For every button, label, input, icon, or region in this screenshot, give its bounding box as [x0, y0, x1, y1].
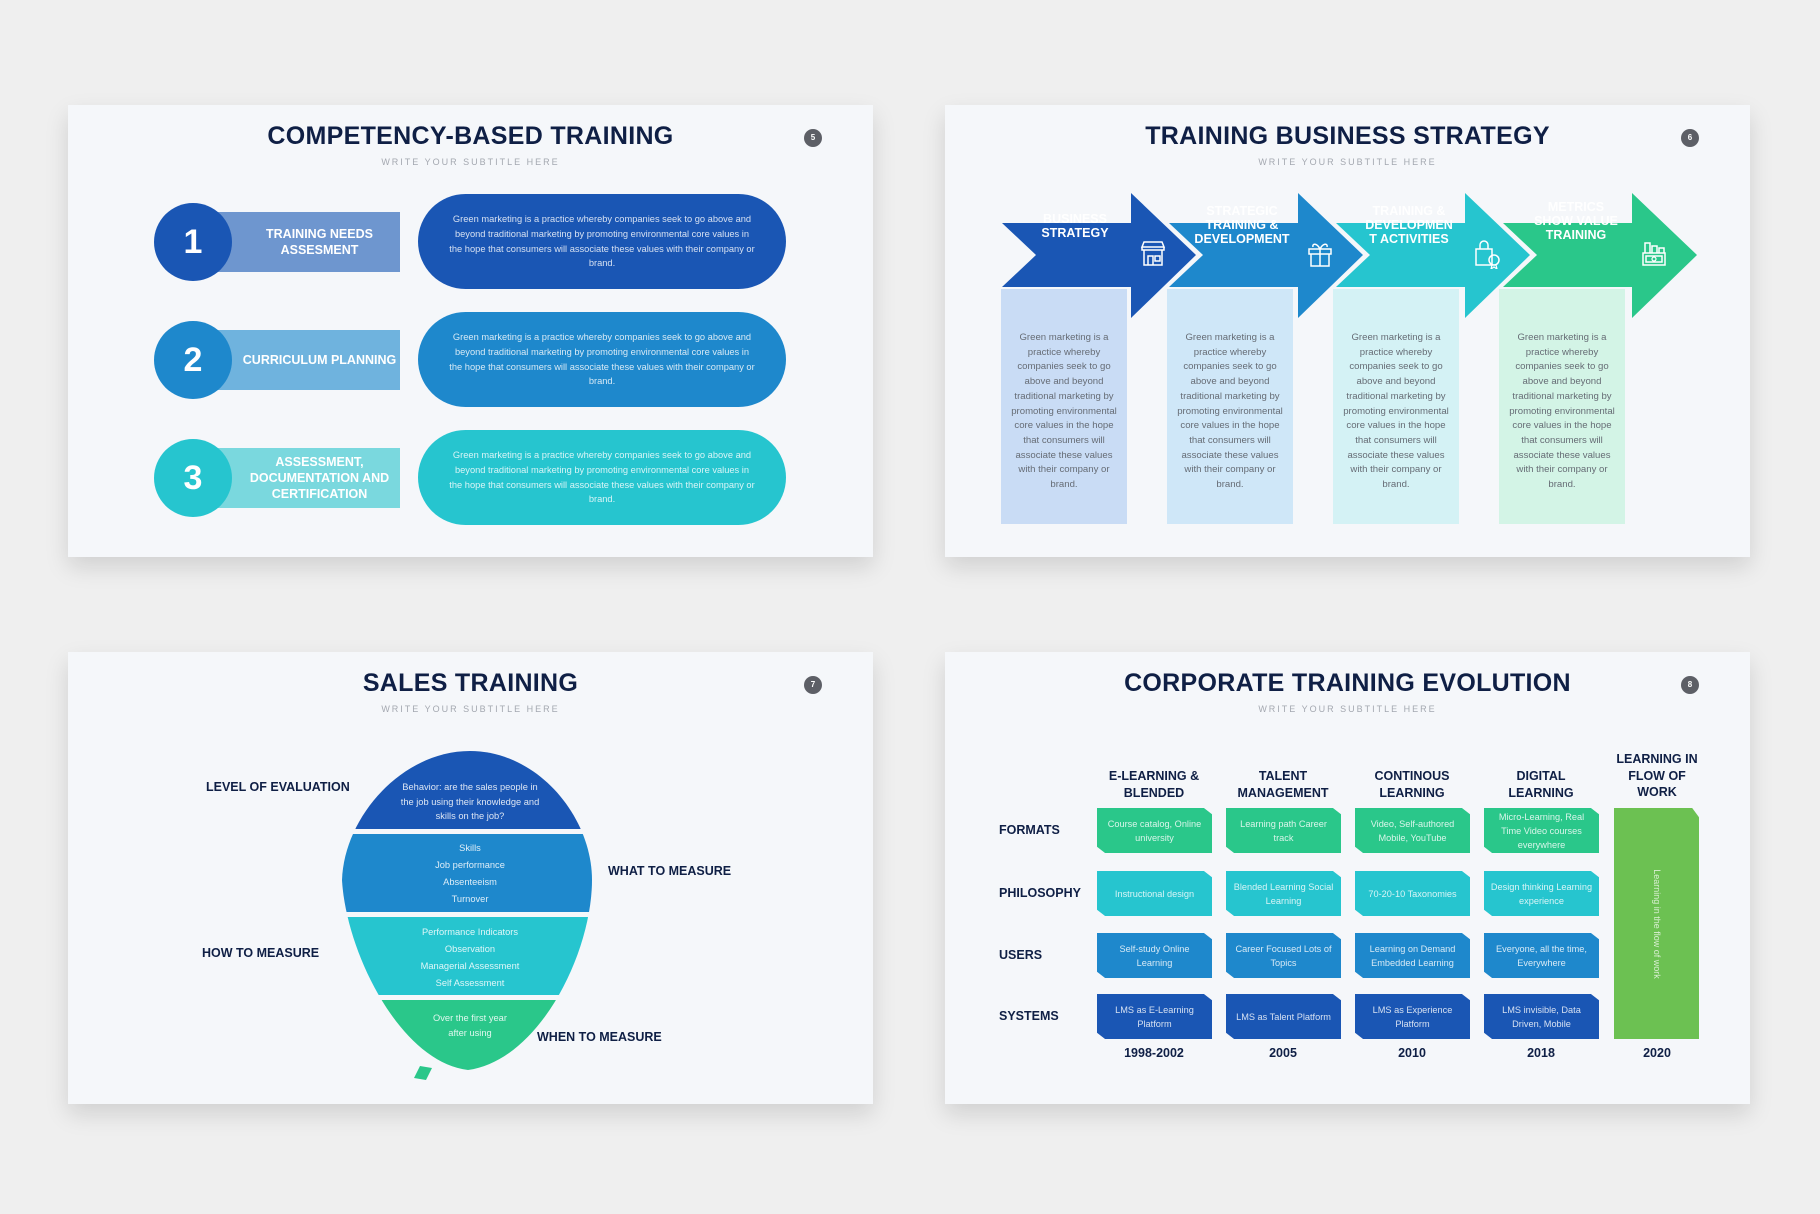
step-label: CURRICULUM PLANNING	[217, 330, 400, 390]
balloon-section	[342, 917, 592, 995]
step-text-box: Green marketing is a practice whereby co…	[1001, 289, 1127, 524]
balloon-section-text: the job using their knowledge and	[400, 796, 540, 807]
step-description: Green marketing is a practice whereby co…	[418, 312, 786, 407]
step-description: Green marketing is a practice whereby co…	[418, 430, 786, 525]
balloon-section-text: Skills	[459, 843, 481, 853]
slide-subtitle: WRITE YOUR SUBTITLE HERE	[381, 704, 560, 714]
row-label: FORMATS	[999, 823, 1060, 837]
page-number-badge: 6	[1681, 129, 1699, 147]
table-cell: LMS invisible, Data Driven, Mobile	[1484, 994, 1599, 1039]
slide-sales-training: SALES TRAINING WRITE YOUR SUBTITLE HERE …	[68, 652, 873, 1104]
arrow-shape	[1002, 193, 1196, 318]
slide-title: COMPETENCY-BASED TRAINING	[267, 122, 674, 150]
table-cell: Learning path Career track	[1226, 808, 1341, 853]
arrow-shape	[1503, 193, 1697, 318]
table-cell: Self-study Online Learning	[1097, 933, 1212, 978]
step-number-circle: 3	[154, 439, 232, 517]
balloon-section	[342, 834, 592, 912]
table-cell: Everyone, all the time, Everywhere	[1484, 933, 1599, 978]
shopping-bag-badge-icon	[1472, 239, 1502, 271]
label-how-to-measure: HOW TO MEASURE	[202, 946, 320, 960]
flow-of-work-bar: Learning in the flow of work	[1614, 808, 1699, 1039]
column-header: DIGITAL LEARNING	[1508, 769, 1574, 800]
table-cell: Career Focused Lots of Topics	[1226, 933, 1341, 978]
slide-training-business-strategy: TRAINING BUSINESS STRATEGY WRITE YOUR SU…	[945, 105, 1750, 557]
column-year: 2010	[1398, 1046, 1426, 1060]
arrow-label: METRICS SHOW VALUE TRAINING	[1534, 200, 1618, 242]
balloon-section-text: Behavior: are the sales people in	[402, 782, 538, 792]
step-description: Green marketing is a practice whereby co…	[1011, 332, 1117, 491]
column-year: 1998-2002	[1124, 1046, 1184, 1060]
column-header: TALENT MANAGEMENT	[1237, 769, 1329, 800]
row-label: PHILOSOPHY	[999, 886, 1081, 900]
step-description: Green marketing is a practice whereby co…	[1343, 332, 1449, 491]
balloon-section-text: Managerial Assessment	[420, 961, 520, 971]
column-year: 2005	[1269, 1046, 1297, 1060]
arrow-label: BUSINESS STRATEGY	[1041, 212, 1109, 240]
label-when-to-measure: WHEN TO MEASURE	[537, 1030, 662, 1044]
slide-title: SALES TRAINING	[362, 669, 579, 697]
table-cell: Design thinking Learning experience	[1484, 871, 1599, 916]
slide-corporate-training-evolution: CORPORATE TRAINING EVOLUTION WRITE YOUR …	[945, 652, 1750, 1104]
balloon-section-text: Performance Indicators	[421, 927, 519, 937]
step-text-box: Green marketing is a practice whereby co…	[1167, 289, 1293, 524]
row-label: USERS	[999, 948, 1043, 962]
arrow-shape	[1336, 193, 1530, 318]
step-text-box: Green marketing is a practice whereby co…	[1333, 289, 1459, 524]
table-cell: Blended Learning Social Learning	[1226, 871, 1341, 916]
balloon-section-text: Observation	[444, 944, 496, 954]
table-cell: LMS as Talent Platform	[1226, 994, 1341, 1039]
slide-title: CORPORATE TRAINING EVOLUTION	[1124, 669, 1571, 697]
column-header: LEARNING IN FLOW OF WORK	[1616, 752, 1698, 799]
balloon-section-text: Turnover	[451, 894, 489, 904]
step-description: Green marketing is a practice whereby co…	[1177, 332, 1283, 491]
table-cell: Instructional design	[1097, 871, 1212, 916]
page-number-badge: 8	[1681, 676, 1699, 694]
table-cell: LMS as E-Learning Platform	[1097, 994, 1212, 1039]
gift-icon	[1305, 239, 1335, 269]
step-description: Green marketing is a practice whereby co…	[418, 194, 786, 289]
step-label: TRAINING NEEDS ASSESMENT	[217, 212, 400, 272]
page-number-badge: 5	[804, 129, 822, 147]
table-cell: Learning on Demand Embedded Learning	[1355, 933, 1470, 978]
table-cell: Course catalog, Online university	[1097, 808, 1212, 853]
label-level-of-evaluation: LEVEL OF EVALUATION	[206, 780, 350, 794]
row-label: SYSTEMS	[999, 1009, 1059, 1023]
store-icon	[1138, 239, 1168, 269]
balloon-knot	[414, 1066, 432, 1080]
slide-subtitle: WRITE YOUR SUBTITLE HERE	[1258, 704, 1437, 714]
slide-competency-based-training: COMPETENCY-BASED TRAINING WRITE YOUR SUB…	[68, 105, 873, 557]
arrow-process	[1002, 193, 1697, 318]
balloon-section-text: skills on the job?	[435, 811, 505, 821]
column-year: 2018	[1527, 1046, 1555, 1060]
step-number-circle: 2	[154, 321, 232, 399]
table-cell: Micro-Learning, Real Time Video courses …	[1484, 808, 1599, 853]
balloon-section-text: Over the first year	[433, 1013, 507, 1023]
label-what-to-measure: WHAT TO MEASURE	[608, 864, 732, 878]
arrow-label: STRATEGIC TRAINING & DEVELOPMENT	[1194, 204, 1290, 246]
step-description: Green marketing is a practice whereby co…	[1509, 332, 1615, 491]
page-number-badge: 7	[804, 676, 822, 694]
arrow-shape	[1169, 193, 1363, 318]
step-number-circle: 1	[154, 203, 232, 281]
balloon-section-text: Absenteeism	[443, 877, 497, 887]
table-cell: LMS as Experience Platform	[1355, 994, 1470, 1039]
column-year: 2020	[1643, 1046, 1671, 1060]
slide-title: TRAINING BUSINESS STRATEGY	[1145, 122, 1550, 150]
step-text-box: Green marketing is a practice whereby co…	[1499, 289, 1625, 524]
slide-subtitle: WRITE YOUR SUBTITLE HERE	[1258, 157, 1437, 167]
balloon-section-text: Self Assessment	[435, 978, 505, 988]
balloon-section-text: after using	[448, 1027, 492, 1038]
money-chart-icon	[1639, 239, 1669, 269]
flow-of-work-text: Learning in the flow of work	[1651, 868, 1662, 979]
arrow-label: TRAINING & DEVELOPMEN T ACTIVITIES	[1365, 204, 1453, 246]
table-cell: 70-20-10 Taxonomies	[1355, 871, 1470, 916]
column-header: E-LEARNING & BLENDED	[1108, 769, 1200, 800]
balloon-diagram	[342, 751, 592, 1080]
slide-subtitle: WRITE YOUR SUBTITLE HERE	[381, 157, 560, 167]
column-header: CONTINOUS LEARNING	[1374, 769, 1450, 800]
step-label: ASSESSMENT, DOCUMENTATION AND CERTIFICAT…	[217, 448, 400, 508]
balloon-section-text: Job performance	[435, 860, 505, 870]
table-cell: Video, Self-authored Mobile, YouTube	[1355, 808, 1470, 853]
